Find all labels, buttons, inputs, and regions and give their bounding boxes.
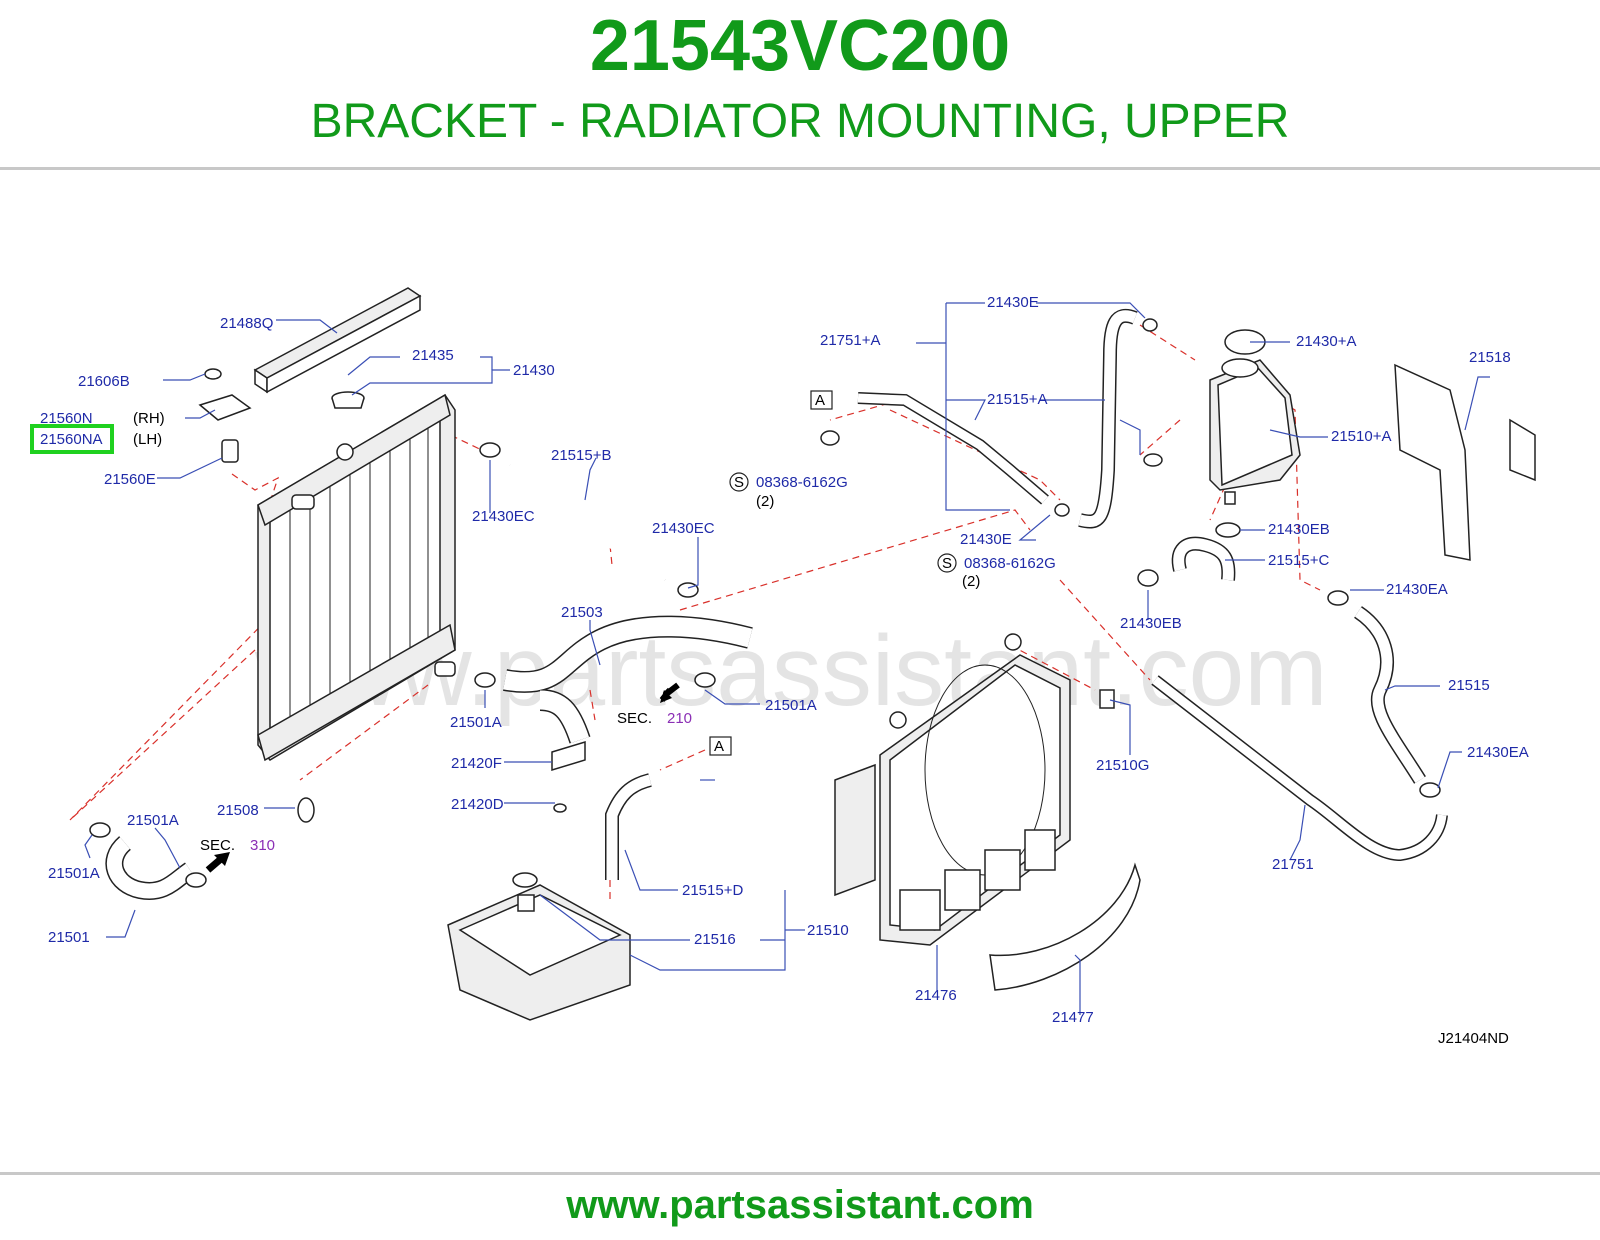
label-lh: (LH): [133, 431, 162, 448]
label-21515D[interactable]: 21515+D: [682, 882, 743, 899]
label-21430EA-2[interactable]: 21430EA: [1467, 744, 1529, 761]
label-sec-310-num[interactable]: 310: [250, 837, 275, 854]
ref-box-a-1: [810, 390, 833, 410]
part-number-title: 21543VC200: [589, 6, 1011, 86]
label-21430A[interactable]: 21430+A: [1296, 333, 1356, 350]
lower-hose-21503: [503, 615, 753, 744]
label-21501A-3[interactable]: 21501A: [127, 812, 179, 829]
sec-arrows: [205, 682, 680, 873]
part-labels: 21488Q 21606B 21435 21430 21560N (RH) 21…: [30, 294, 1529, 1047]
label-21560E[interactable]: 21560E: [104, 471, 156, 488]
radiator-assembly: [257, 393, 456, 762]
label-21510G[interactable]: 21510G: [1096, 757, 1149, 774]
label-21430E-2[interactable]: 21430E: [960, 531, 1012, 548]
label-21518[interactable]: 21518: [1469, 349, 1511, 366]
label-21435[interactable]: 21435: [412, 347, 454, 364]
label-21560N[interactable]: 21560N: [40, 410, 93, 427]
clamps-right: [1054, 318, 1158, 517]
diagram-code: J21404ND: [1438, 1030, 1509, 1047]
label-08368-2[interactable]: 08368-6162G: [964, 555, 1056, 572]
label-21430[interactable]: 21430: [513, 362, 555, 379]
hose-21430E: [1078, 308, 1138, 529]
highlight-box: [30, 424, 114, 454]
tube-21515D: [605, 773, 652, 880]
header-divider: [0, 167, 1600, 170]
bolt-s-circle-2: [937, 553, 957, 573]
label-21510[interactable]: 21510: [807, 922, 849, 939]
footer-website[interactable]: www.partsassistant.com: [566, 1183, 1034, 1227]
upper-hose-21515B: [509, 459, 669, 584]
label-21430E-1[interactable]: 21430E: [987, 294, 1039, 311]
clamps-left: [89, 442, 716, 888]
label-21515A[interactable]: 21515+A: [987, 391, 1047, 408]
label-21503[interactable]: 21503: [561, 604, 603, 621]
label-sec-310: SEC.: [200, 837, 235, 854]
bracket-21420F: [551, 740, 586, 772]
label-ref-a-1: A: [815, 392, 825, 409]
bolt-08368: [820, 430, 1163, 467]
label-21430EA-1[interactable]: 21430EA: [1386, 581, 1448, 598]
label-21501A-4[interactable]: 21501A: [48, 865, 100, 882]
ref-box-a-2: [709, 736, 732, 756]
mount-bracket-21560: [198, 368, 252, 463]
label-21430EB-2[interactable]: 21430EB: [1120, 615, 1182, 632]
label-bolt-qty-1: (2): [756, 493, 774, 510]
label-21501[interactable]: 21501: [48, 929, 90, 946]
label-21606B[interactable]: 21606B: [78, 373, 130, 390]
label-21430EC-1[interactable]: 21430EC: [472, 508, 535, 525]
label-21477[interactable]: 21477: [1052, 1009, 1094, 1026]
bolt-s-circle-1: [729, 472, 749, 492]
label-21515B[interactable]: 21515+B: [551, 447, 611, 464]
footer-divider: [0, 1172, 1600, 1175]
label-21430EC-2[interactable]: 21430EC: [652, 520, 715, 537]
reservoir-21510A: [1209, 329, 1301, 505]
part-name-subtitle: BRACKET - RADIATOR MOUNTING, UPPER: [310, 95, 1290, 148]
label-08368-1[interactable]: 08368-6162G: [756, 474, 848, 491]
hose-21515C: [1137, 522, 1241, 587]
label-21516[interactable]: 21516: [694, 931, 736, 948]
label-21501A-1[interactable]: 21501A: [765, 697, 817, 714]
label-21515C[interactable]: 21515+C: [1268, 552, 1329, 569]
label-21488Q[interactable]: 21488Q: [220, 315, 273, 332]
label-21515[interactable]: 21515: [1448, 677, 1490, 694]
fan-shroud-21476: [834, 633, 1071, 946]
label-21476[interactable]: 21476: [915, 987, 957, 1004]
hose-21515: [1327, 590, 1441, 798]
label-21430EB-1[interactable]: 21430EB: [1268, 521, 1330, 538]
seal-bar-21488Q: [253, 287, 422, 394]
label-21751A[interactable]: 21751+A: [820, 332, 880, 349]
label-bolt-qty-2: (2): [962, 573, 980, 590]
label-21420F[interactable]: 21420F: [451, 755, 502, 772]
reservoir-tank-21510: [447, 872, 631, 1021]
pipe-21751: [1151, 675, 1448, 862]
leader-lines: [84, 302, 1490, 1015]
hose-21501: [105, 836, 196, 900]
label-ref-a-2: A: [714, 738, 724, 755]
filler-cap-21435: [331, 391, 365, 409]
label-21501A-2[interactable]: 21501A: [450, 714, 502, 731]
label-bolt-s-2: S: [942, 555, 952, 572]
label-sec-210-num[interactable]: 210: [667, 710, 692, 727]
bracket-21518: [1394, 363, 1536, 561]
shroud-lower-21477: [989, 862, 1141, 991]
label-21420D[interactable]: 21420D: [451, 796, 504, 813]
label-21510A[interactable]: 21510+A: [1331, 428, 1391, 445]
label-21560NA[interactable]: 21560NA: [40, 431, 103, 448]
page-header: 21543VC200 BRACKET - RADIATOR MOUNTING, …: [0, 0, 1600, 168]
label-rh: (RH): [133, 410, 165, 427]
label-bolt-s-1: S: [734, 474, 744, 491]
pipe-21515A: [857, 392, 1049, 505]
label-sec-210: SEC.: [617, 710, 652, 727]
bolt-21510G: [1099, 689, 1115, 709]
label-21751[interactable]: 21751: [1272, 856, 1314, 873]
label-21508[interactable]: 21508: [217, 802, 259, 819]
